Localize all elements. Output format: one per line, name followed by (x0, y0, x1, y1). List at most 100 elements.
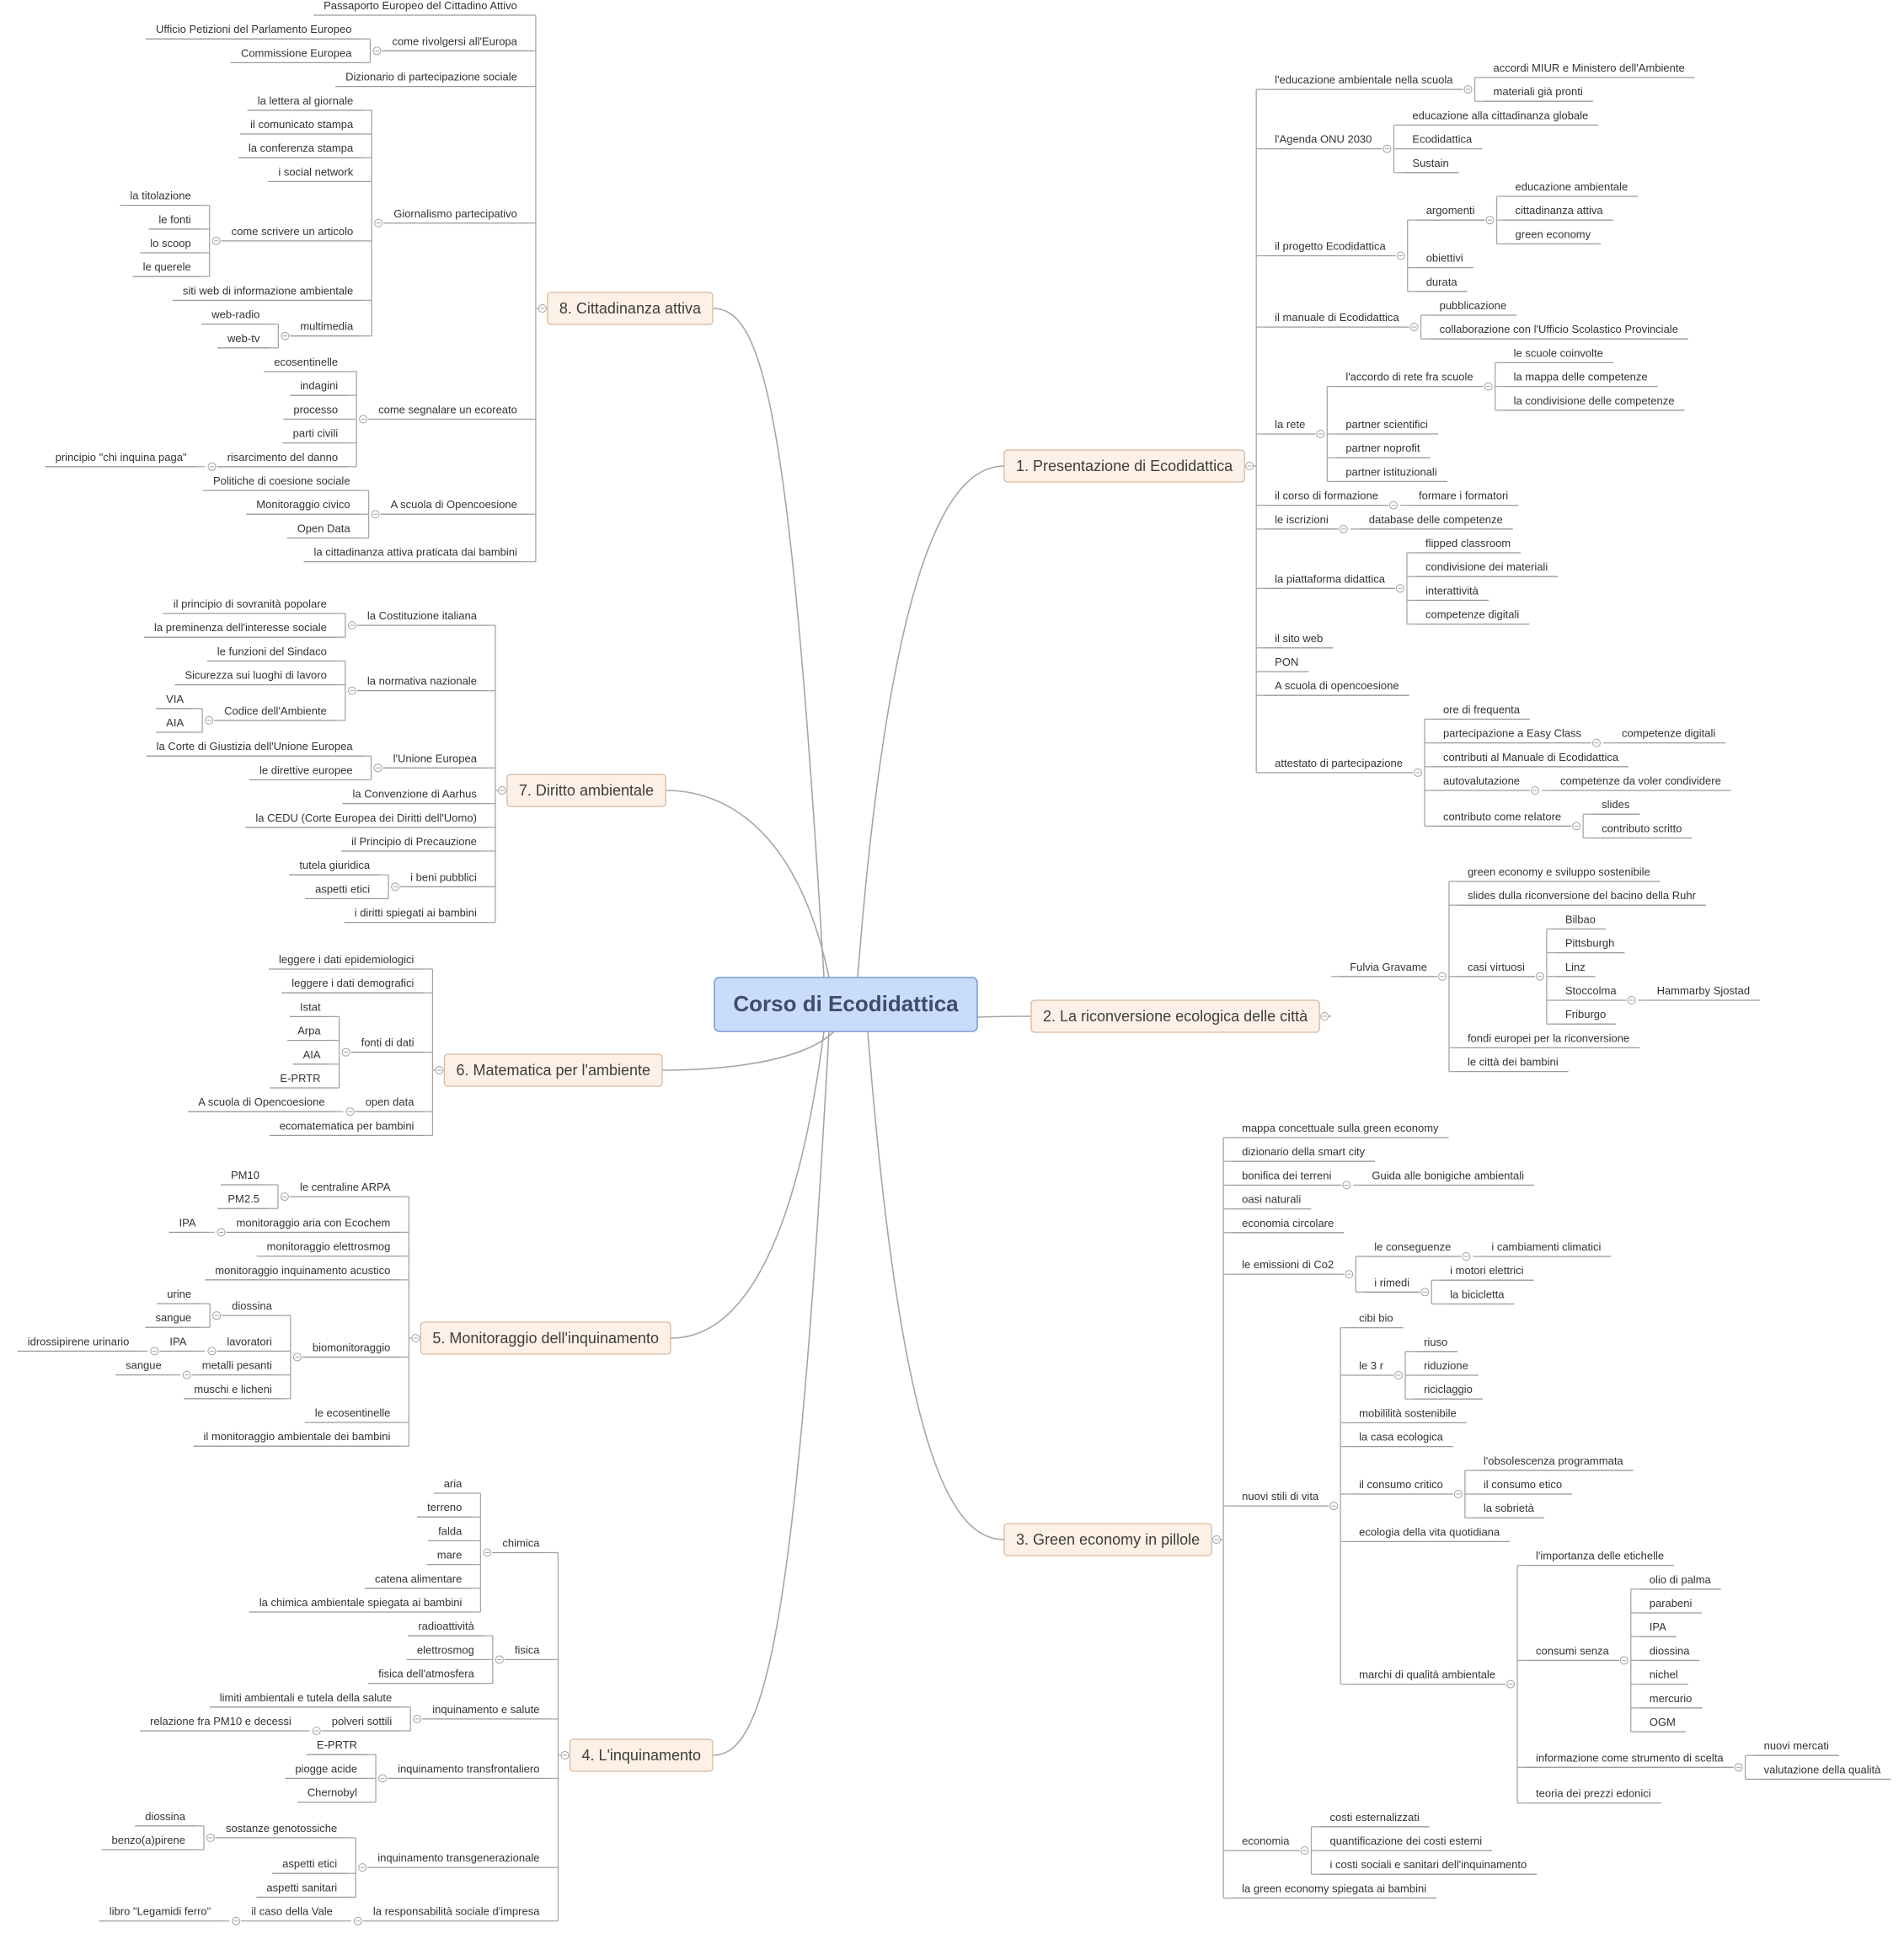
node-aspetti-etici[interactable]: aspetti etici (272, 1857, 348, 1874)
node-il-monitoraggio-ambientale-dei-bambini[interactable]: il monitoraggio ambientale dei bambini (193, 1430, 401, 1447)
node-open-data[interactable]: Open Data (286, 522, 361, 539)
node-stoccolma[interactable]: Stoccolma (1554, 984, 1627, 1001)
node-la-condivisione-delle-competenze[interactable]: la condivisione delle competenze (1503, 394, 1685, 411)
node-inquinamento-e-salute[interactable]: inquinamento e salute (422, 1703, 550, 1720)
node-dizionario-di-partecipazione-sociale[interactable]: Dizionario di partecipazione sociale (335, 71, 527, 88)
node-istat[interactable]: Istat (290, 1000, 331, 1018)
node-benzo-a-pirene[interactable]: benzo(a)pirene (101, 1834, 195, 1851)
node-relazione-fra-pm10-e-decessi[interactable]: relazione fra PM10 e decessi (140, 1715, 302, 1732)
node-green-economy[interactable]: green economy (1505, 228, 1602, 245)
node-collaborazione-con-l-ufficio-scolastico-[interactable]: collaborazione con l'Ufficio Scolastico … (1429, 323, 1688, 340)
node-catena-alimentare[interactable]: catena alimentare (365, 1572, 473, 1589)
node-argomenti[interactable]: argomenti (1415, 204, 1485, 221)
node-la-bicicletta[interactable]: la bicicletta (1440, 1288, 1515, 1305)
node-la-conferenza-stampa[interactable]: la conferenza stampa (238, 142, 364, 158)
node-biomonitoraggio[interactable]: biomonitoraggio (302, 1341, 401, 1358)
node-mare[interactable]: mare (426, 1549, 473, 1566)
node-cibi-bio[interactable]: cibi bio (1349, 1312, 1404, 1329)
node-ecomatematica-per-bambini[interactable]: ecomatematica per bambini (269, 1119, 425, 1137)
node-nuovi-mercati[interactable]: nuovi mercati (1753, 1739, 1839, 1756)
node-come-scrivere-un-articolo[interactable]: come scrivere un articolo (221, 225, 364, 242)
node-bonifica-dei-terreni[interactable]: bonifica dei terreni (1232, 1169, 1342, 1186)
node-siti-web-di-informazione-ambientale[interactable]: siti web di informazione ambientale (172, 284, 364, 302)
node-nuovi-stili-di-vita[interactable]: nuovi stili di vita (1232, 1490, 1329, 1507)
node-la-sobriet[interactable]: la sobrietà (1473, 1502, 1544, 1519)
node-l-educazione-ambientale-nella-scuola[interactable]: l'educazione ambientale nella scuola (1265, 73, 1463, 90)
node-parabeni[interactable]: parabeni (1639, 1597, 1703, 1614)
node-chernobyl[interactable]: Chernobyl (297, 1786, 368, 1803)
node-fulvia-gravame[interactable]: Fulvia Gravame (1340, 961, 1437, 978)
node-interattivit[interactable]: interattività (1415, 584, 1489, 602)
node-consumi-senza[interactable]: consumi senza (1526, 1644, 1619, 1662)
node-il-sito-web[interactable]: il sito web (1265, 632, 1334, 649)
node-come-rivolgersi-all-europa[interactable]: come rivolgersi all'Europa (382, 35, 527, 51)
node-slides-dulla-riconversione-del-bacino-de[interactable]: slides dulla riconversione del bacino de… (1457, 889, 1706, 906)
node-muschi-e-licheni[interactable]: muschi e licheni (184, 1383, 282, 1400)
node-mobililit-sostenibile[interactable]: mobililità sostenibile (1349, 1406, 1467, 1424)
node-ogm[interactable]: OGM (1639, 1716, 1686, 1733)
node-diossina[interactable]: diossina (222, 1299, 282, 1316)
node-marchi-di-qualit-ambientale[interactable]: marchi di qualità ambientale (1349, 1669, 1506, 1685)
node-partner-noprofit[interactable]: partner noprofit (1335, 442, 1431, 458)
node-la-mappa-delle-competenze[interactable]: la mappa delle competenze (1503, 371, 1658, 388)
node-accordi-miur-e-ministero-dell-ambiente[interactable]: accordi MIUR e Ministero dell'Ambiente (1483, 62, 1695, 78)
node-nichel[interactable]: nichel (1639, 1669, 1688, 1685)
node-linz[interactable]: Linz (1554, 961, 1596, 978)
node-ipa[interactable]: IPA (159, 1335, 197, 1352)
node-metalli-pesanti[interactable]: metalli pesanti (191, 1359, 282, 1376)
node-la-titolazione[interactable]: la titolazione (120, 190, 201, 206)
node-monitoraggio-inquinamento-acustico[interactable]: monitoraggio inquinamento acustico (205, 1264, 401, 1281)
node-l-agenda-onu-2030[interactable]: l'Agenda ONU 2030 (1265, 133, 1383, 150)
node-chimica[interactable]: chimica (492, 1537, 550, 1554)
node-diossina[interactable]: diossina (135, 1810, 195, 1827)
node-contributo-come-relatore[interactable]: contributo come relatore (1432, 810, 1572, 827)
node-oasi-naturali[interactable]: oasi naturali (1232, 1193, 1312, 1210)
node-i-costi-sociali-e-sanitari-dell-inquinam[interactable]: i costi sociali e sanitari dell'inquinam… (1319, 1858, 1538, 1875)
node-aia[interactable]: AIA (156, 716, 195, 733)
node-falda[interactable]: falda (428, 1524, 473, 1542)
node-risarcimento-del-danno[interactable]: risarcimento del danno (217, 451, 349, 468)
node-la-piattaforma-didattica[interactable]: la piattaforma didattica (1265, 572, 1395, 589)
node-la-responsabilit-sociale-d-impresa[interactable]: la responsabilità sociale d'impresa (362, 1905, 550, 1922)
central-topic[interactable]: Corso di Ecodidattica (714, 977, 978, 1032)
node-le-scuole-coinvolte[interactable]: le scuole coinvolte (1503, 346, 1613, 364)
node-polveri-sottili[interactable]: polveri sottili (321, 1715, 403, 1732)
node-come-segnalare-un-ecoreato[interactable]: come segnalare un ecoreato (368, 403, 527, 420)
node-politiche-di-coesione-sociale[interactable]: Politiche di coesione sociale (202, 474, 361, 491)
node-il-consumo-critico[interactable]: il consumo critico (1349, 1478, 1453, 1495)
node-a-scuola-di-opencoesione[interactable]: A scuola di opencoesione (1265, 679, 1409, 696)
node-aspetti-sanitari[interactable]: aspetti sanitari (256, 1881, 348, 1899)
node-il-caso-della-vale[interactable]: il caso della Vale (241, 1905, 343, 1922)
node-educazione-alla-cittadinanza-globale[interactable]: educazione alla cittadinanza globale (1402, 109, 1599, 126)
node-aspetti-etici[interactable]: aspetti etici (305, 882, 381, 900)
node-monitoraggio-elettrosmog[interactable]: monitoraggio elettrosmog (256, 1240, 401, 1257)
node-tutela-giuridica[interactable]: tutela giuridica (289, 859, 381, 876)
node-il-principio-di-precauzione[interactable]: il Principio di Precauzione (341, 835, 487, 852)
node-la-preminenza-dell-interesse-sociale[interactable]: la preminenza dell'interesse sociale (144, 621, 337, 638)
node-sangue[interactable]: sangue (145, 1311, 202, 1328)
node-i-rimedi[interactable]: i rimedi (1364, 1276, 1420, 1293)
node-i-diritti-spiegati-ai-bambini[interactable]: i diritti spiegati ai bambini (344, 907, 487, 924)
node-pm10[interactable]: PM10 (220, 1169, 270, 1186)
node-le-funzioni-del-sindaco[interactable]: le funzioni del Sindaco (206, 645, 337, 662)
node-mappa-concettuale-sulla-green-economy[interactable]: mappa concettuale sulla green economy (1232, 1122, 1449, 1138)
node-attestato-di-partecipazione[interactable]: attestato di partecipazione (1265, 757, 1413, 774)
node-quantificazione-dei-costi-esterni[interactable]: quantificazione dei costi esterni (1319, 1835, 1493, 1851)
node-i-social-network[interactable]: i social network (268, 165, 364, 183)
node-formare-i-formatori[interactable]: formare i formatori (1409, 490, 1519, 506)
node-il-consumo-etico[interactable]: il consumo etico (1473, 1478, 1573, 1495)
node-cittadinanza-attiva[interactable]: cittadinanza attiva (1505, 204, 1613, 221)
node-ecosentinelle[interactable]: ecosentinelle (264, 356, 349, 372)
node-lo-scoop[interactable]: lo scoop (140, 237, 201, 254)
node-mercurio[interactable]: mercurio (1639, 1692, 1703, 1709)
node-valutazione-della-qualit[interactable]: valutazione della qualità (1753, 1763, 1891, 1781)
node-riuso[interactable]: riuso (1414, 1336, 1458, 1352)
node-le-querele[interactable]: le querele (132, 260, 201, 277)
node-via[interactable]: VIA (156, 693, 195, 710)
node-riciclaggio[interactable]: riciclaggio (1414, 1383, 1483, 1400)
node-parti-civili[interactable]: parti civili (282, 427, 349, 444)
node-diossina[interactable]: diossina (1639, 1644, 1700, 1662)
topic-2-la-riconversione-ecologica-delle-citt[interactable]: 2. La riconversione ecologica delle citt… (1030, 999, 1320, 1033)
node-ipa[interactable]: IPA (168, 1216, 206, 1234)
node-sostanze-genotossiche[interactable]: sostanze genotossiche (215, 1822, 348, 1839)
